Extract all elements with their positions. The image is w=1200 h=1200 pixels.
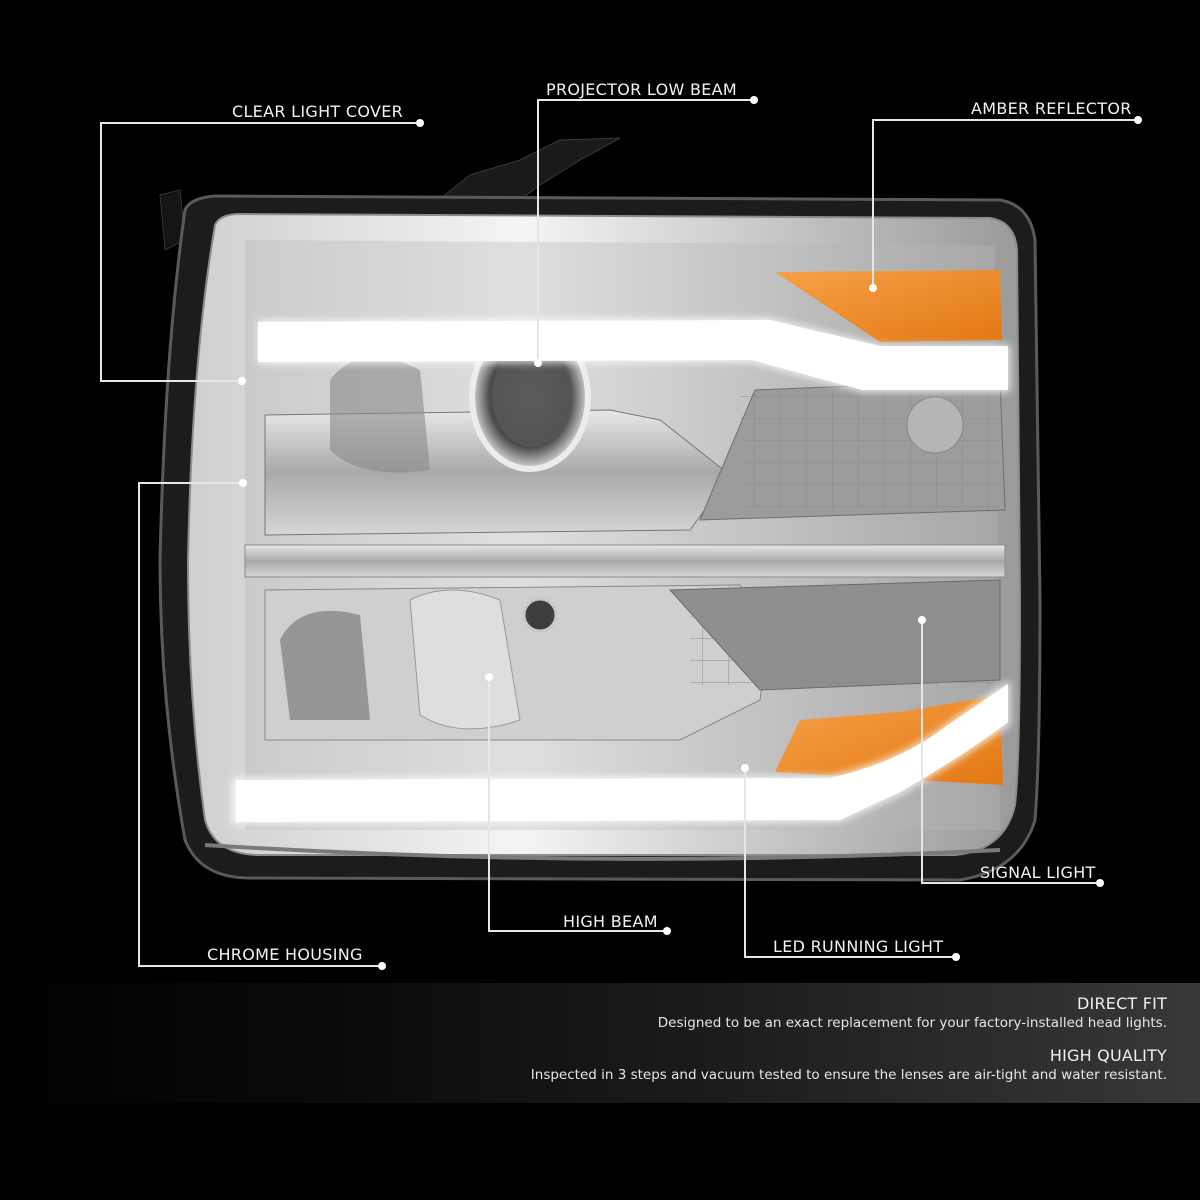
callout-signal-light: SIGNAL LIGHT xyxy=(980,863,1096,882)
callout-projector-low-beam: PROJECTOR LOW BEAM xyxy=(546,80,738,99)
callout-dots xyxy=(238,96,1142,970)
feature-title: HIGH QUALITY xyxy=(1049,1046,1167,1065)
feature-title: DIRECT FIT xyxy=(1077,994,1167,1013)
callout-amber-reflector: AMBER REFLECTOR xyxy=(971,99,1132,118)
feature-high-quality: HIGH QUALITY Inspected in 3 steps and va… xyxy=(531,1046,1167,1084)
callout-clear-light-cover: CLEAR LIGHT COVER xyxy=(232,102,404,121)
led-running-light-bar xyxy=(232,318,1010,824)
lens-lower-edge xyxy=(204,843,1001,861)
lower-compartment xyxy=(264,579,1001,741)
callout-led-running-light: LED RUNNING LIGHT xyxy=(773,937,944,956)
feature-panel: DIRECT FIT Designed to be an exact repla… xyxy=(0,983,1200,1103)
feature-direct-fit: DIRECT FIT Designed to be an exact repla… xyxy=(658,994,1167,1032)
callout-lines xyxy=(100,99,1138,967)
callout-chrome-housing: CHROME HOUSING xyxy=(207,945,363,964)
feature-description: Designed to be an exact replacement for … xyxy=(657,1015,1167,1031)
amber-reflector-upper xyxy=(775,270,1002,342)
callout-high-beam: HIGH BEAM xyxy=(563,912,658,931)
center-chrome-bar xyxy=(244,544,1006,578)
mounting-bracket xyxy=(159,137,621,251)
feature-description: Inspected in 3 steps and vacuum tested t… xyxy=(530,1067,1167,1083)
